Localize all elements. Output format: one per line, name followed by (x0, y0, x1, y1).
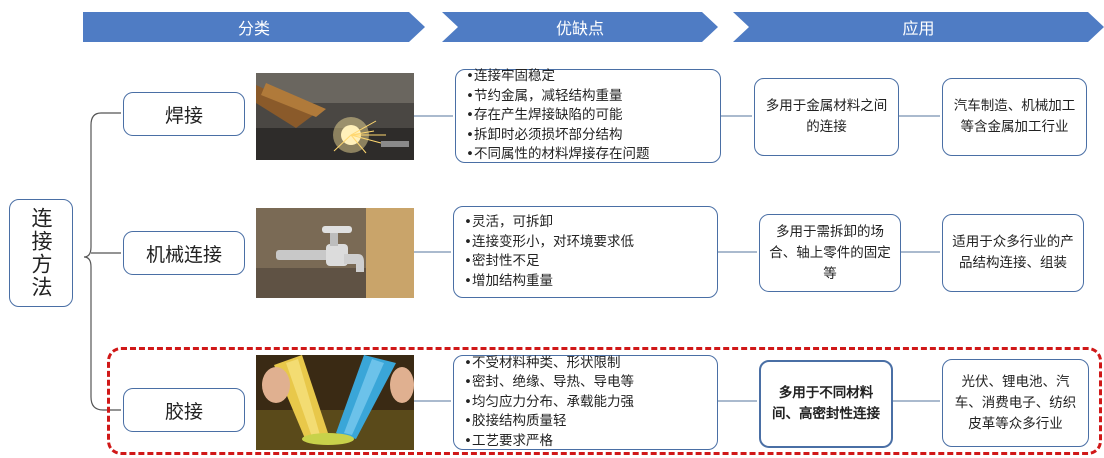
application-mechanical-text: 多用于需拆卸的场合、轴上零件的固定等 (769, 223, 891, 282)
feature-item: 密封、绝缘、导热、导电等 (464, 373, 634, 393)
industries-adhesive-text: 光伏、锂电池、汽车、消费电子、纺织皮革等众多行业 (954, 373, 1077, 432)
method-adhesive-label: 胶接 (164, 400, 203, 423)
glue-tubes-photo (256, 355, 414, 450)
feature-item: 胶接结构质量轻 (464, 412, 634, 432)
features-welding: 连接牢固稳定 节约金属，减轻结构重量 存在产生焊接缺陷的可能 拆卸时必须损坏部分… (455, 67, 721, 165)
feature-item: 拆卸时必须损坏部分结构 (466, 126, 649, 146)
industries-adhesive: 光伏、锂电池、汽车、消费电子、纺织皮革等众多行业 (942, 359, 1089, 447)
header-pros-cons: 优缺点 (442, 12, 718, 42)
root-brace (83, 112, 104, 411)
welding-photo (256, 73, 414, 160)
feature-item: 不受材料种类、形状限制 (464, 354, 634, 374)
highlight-frame (107, 347, 1102, 455)
application-adhesive: 多用于不同材料间、高密封性连接 (759, 360, 893, 448)
application-welding: 多用于金属材料之间的连接 (754, 78, 899, 156)
feature-item: 连接牢固稳定 (466, 67, 649, 87)
method-mechanical-label: 机械连接 (145, 243, 222, 266)
faucet-photo (256, 208, 414, 298)
application-welding-text: 多用于金属材料之间的连接 (765, 98, 888, 135)
header-category-label: 分类 (237, 19, 270, 38)
feature-item: 存在产生焊接缺陷的可能 (466, 106, 649, 126)
feature-item: 增加结构重量 (464, 272, 634, 292)
method-welding-label: 焊接 (164, 104, 203, 127)
feature-item: 均匀应力分布、承载能力强 (464, 393, 634, 413)
industries-mechanical: 适用于众多行业的产品结构连接、组装 (942, 214, 1084, 292)
method-mechanical: 机械连接 (123, 231, 245, 275)
header-pros-cons-label: 优缺点 (555, 19, 604, 38)
feature-item: 工艺要求严格 (464, 432, 634, 452)
features-adhesive: 不受材料种类、形状限制 密封、绝缘、导热、导电等 均匀应力分布、承载能力强 胶接… (453, 355, 718, 450)
header-application-label: 应用 (902, 19, 935, 38)
feature-item: 不同属性的材料焊接存在问题 (466, 145, 650, 165)
method-welding: 焊接 (123, 92, 245, 136)
features-mechanical: 灵活，可拆卸 连接变形小，对环境要求低 密封性不足 增加结构重量 (453, 206, 718, 298)
root-label: 连接方法 (29, 207, 53, 299)
header-application: 应用 (733, 12, 1104, 42)
method-adhesive: 胶接 (123, 388, 245, 432)
header-category: 分类 (83, 12, 425, 42)
root-node: 连接方法 (9, 199, 73, 307)
feature-item: 连接变形小，对环境要求低 (464, 233, 634, 253)
industries-welding: 汽车制造、机械加工等含金属加工行业 (942, 78, 1087, 156)
feature-item: 灵活，可拆卸 (464, 213, 634, 233)
industries-welding-text: 汽车制造、机械加工等含金属加工行业 (953, 98, 1076, 135)
industries-mechanical-text: 适用于众多行业的产品结构连接、组装 (952, 234, 1074, 271)
application-mechanical: 多用于需拆卸的场合、轴上零件的固定等 (759, 214, 901, 292)
feature-item: 密封性不足 (464, 252, 634, 272)
feature-item: 节约金属，减轻结构重量 (466, 87, 649, 107)
application-adhesive-text: 多用于不同材料间、高密封性连接 (772, 385, 880, 422)
